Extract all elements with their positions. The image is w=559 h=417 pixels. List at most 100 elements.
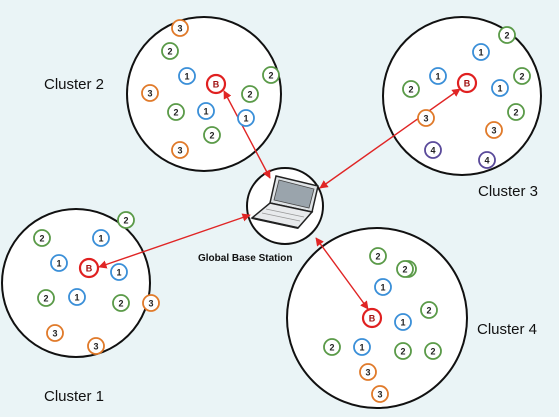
node-label: 2 <box>118 299 123 309</box>
node-label: B <box>464 79 471 89</box>
node-circle <box>498 26 516 44</box>
node-circle <box>374 278 392 296</box>
node-circle <box>417 109 435 127</box>
cluster-4-label: Cluster 4 <box>477 321 538 338</box>
node-label: 2 <box>167 47 172 57</box>
node-label: 1 <box>435 72 440 82</box>
node-label: 2 <box>402 265 407 275</box>
cluster-3-node-level-1: 1 <box>472 43 490 61</box>
node-circle <box>37 289 55 307</box>
cluster-3-node-base-station: B <box>456 72 478 94</box>
link-cluster-3 <box>319 88 461 189</box>
node-label: 1 <box>184 72 189 82</box>
node-label: 1 <box>203 107 208 117</box>
node-label: 2 <box>123 216 128 226</box>
node-circle <box>171 19 189 37</box>
node-label: B <box>86 264 93 274</box>
node-circle <box>241 85 259 103</box>
cluster-1-node-level-2: 2 <box>33 229 51 247</box>
cluster-2-node-level-2: 2 <box>241 85 259 103</box>
node-label: 2 <box>400 347 405 357</box>
node-circle <box>394 313 412 331</box>
cluster-2-node-level-1: 1 <box>197 102 215 120</box>
node-circle <box>141 84 159 102</box>
node-circle <box>237 109 255 127</box>
node-circle <box>456 72 478 94</box>
node-circle <box>112 294 130 312</box>
node-circle <box>394 342 412 360</box>
cluster-4-node-level-2: 2 <box>323 338 341 356</box>
cluster-2-node-level-2: 2 <box>167 103 185 121</box>
cluster-2-node-base-station: B <box>205 73 227 95</box>
node-circle <box>46 324 64 342</box>
node-circle <box>262 66 280 84</box>
node-label: 3 <box>93 342 98 352</box>
cluster-4-node-level-2: 2 <box>369 247 387 265</box>
node-circle <box>92 229 110 247</box>
cluster-4-node-level-1: 1 <box>374 278 392 296</box>
node-circle <box>50 254 68 272</box>
cluster-1-node-level-3: 3 <box>87 337 105 355</box>
node-label: 1 <box>359 343 364 353</box>
node-label: 2 <box>430 347 435 357</box>
node-label: B <box>369 314 376 324</box>
cluster-1-node-level-3: 3 <box>46 324 64 342</box>
cluster-3-node-level-2: 2 <box>513 67 531 85</box>
node-label: 2 <box>173 108 178 118</box>
cluster-4-node-level-3: 3 <box>371 385 389 403</box>
cluster-3-node-level-2: 2 <box>498 26 516 44</box>
node-circle <box>429 67 447 85</box>
node-circle <box>396 260 414 278</box>
cluster-3-node-level-1: 1 <box>491 79 509 97</box>
node-circle <box>68 288 86 306</box>
link-cluster-1 <box>98 213 251 269</box>
cluster-2-node-level-3: 3 <box>141 84 159 102</box>
node-circle <box>205 73 227 95</box>
cluster-2-node-level-2: 2 <box>161 42 179 60</box>
cluster-3-node-level-3: 3 <box>485 121 503 139</box>
node-label: 3 <box>365 368 370 378</box>
node-circle <box>472 43 490 61</box>
node-circle <box>78 257 100 279</box>
cluster-1-node-level-3: 3 <box>142 294 160 312</box>
node-circle <box>359 363 377 381</box>
cluster-1-node-base-station: B <box>78 257 100 279</box>
cluster-2-node-level-3: 3 <box>171 19 189 37</box>
node-label: 3 <box>377 390 382 400</box>
node-label: 2 <box>375 252 380 262</box>
node-circle <box>402 80 420 98</box>
cluster-4-node-base-station: B <box>361 307 383 329</box>
node-label: 3 <box>177 146 182 156</box>
cluster-2-node-level-1: 1 <box>178 67 196 85</box>
node-circle <box>117 211 135 229</box>
cluster-3-node-level-2: 2 <box>507 103 525 121</box>
node-label: 2 <box>408 85 413 95</box>
node-circle <box>110 263 128 281</box>
node-circle <box>323 338 341 356</box>
node-label: 4 <box>430 146 435 156</box>
cluster-3-node-level-4: 4 <box>424 141 442 159</box>
node-circle <box>197 102 215 120</box>
cluster-1-node-level-2: 2 <box>112 294 130 312</box>
node-circle <box>87 337 105 355</box>
cluster-4-node-level-2: 2 <box>424 342 442 360</box>
node-circle <box>371 385 389 403</box>
node-circle <box>485 121 503 139</box>
cluster-2-node-level-1: 1 <box>237 109 255 127</box>
cluster-4-node-level-1: 1 <box>394 313 412 331</box>
cluster-4-node-level-2: 2 <box>420 301 438 319</box>
node-label: 1 <box>116 268 121 278</box>
node-label: 1 <box>56 259 61 269</box>
node-circle <box>513 67 531 85</box>
node-label: 2 <box>426 306 431 316</box>
node-circle <box>478 151 496 169</box>
node-circle <box>178 67 196 85</box>
node-circle <box>369 247 387 265</box>
cluster-3-node-level-3: 3 <box>417 109 435 127</box>
cluster-1-node-level-1: 1 <box>110 263 128 281</box>
node-label: 1 <box>478 48 483 58</box>
node-circle <box>203 126 221 144</box>
cluster-2-node-level-2: 2 <box>203 126 221 144</box>
node-label: 3 <box>52 329 57 339</box>
